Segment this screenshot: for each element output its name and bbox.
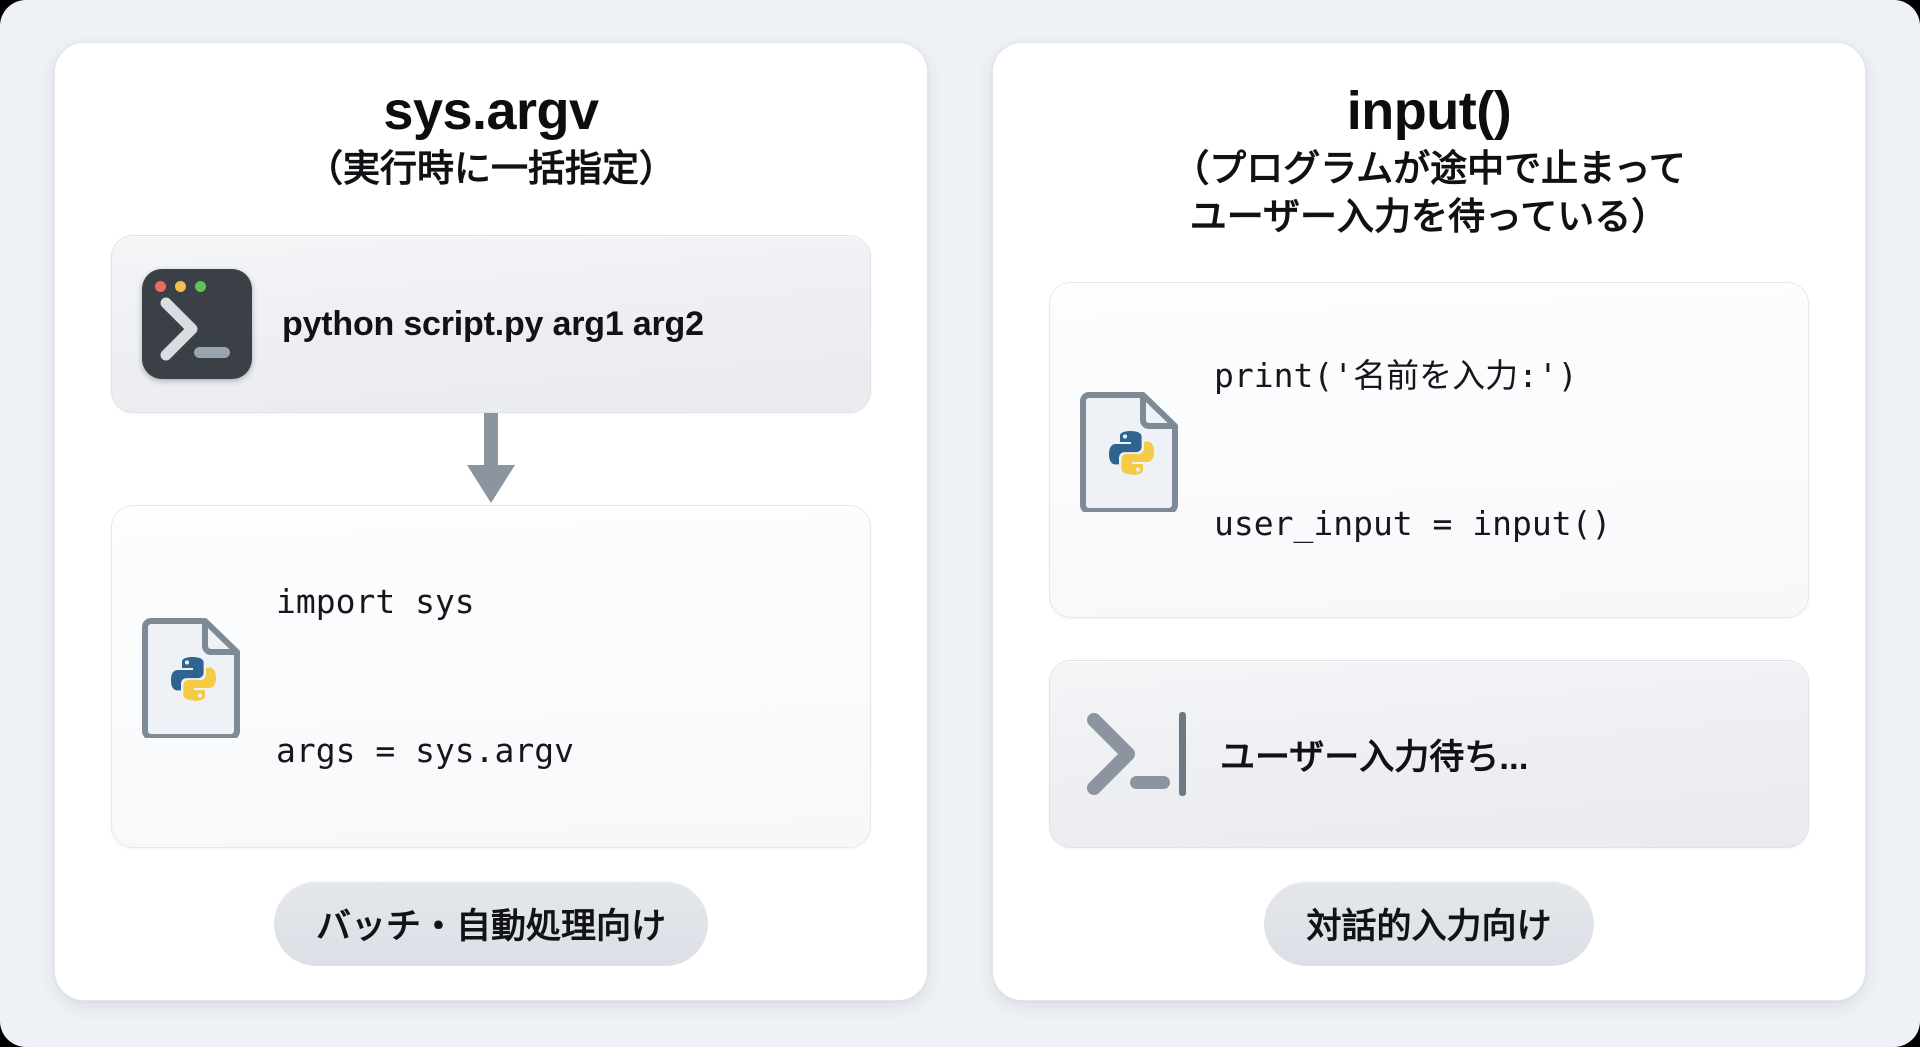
waiting-text: ユーザー入力待ち... xyxy=(1220,737,1529,777)
waiting-card: ユーザー入力待ち... xyxy=(1049,660,1809,849)
python-file-icon xyxy=(1080,391,1178,512)
panel-input-subtitle: （プログラムが途中で止まって ユーザー入力を待っている） xyxy=(1049,145,1809,240)
panel-sys-argv-header: sys.argv （実行時に一括指定） xyxy=(111,81,871,193)
code-card: import sys args = sys.argv xyxy=(111,505,871,848)
panel-input-title: input() xyxy=(1346,81,1512,141)
badge-input: 対話的入力向け xyxy=(1264,881,1594,966)
terminal-prompt-icon xyxy=(1087,712,1186,797)
code-line-2: args = sys.argv xyxy=(276,730,575,770)
panel-input-header: input() （プログラムが途中で止まって ユーザー入力を待っている） xyxy=(1049,81,1809,240)
command-text: python script.py arg1 arg2 xyxy=(282,304,704,343)
badge-sys-argv: バッチ・自動処理向け xyxy=(273,881,708,966)
terminal-dot-red xyxy=(155,281,166,293)
panel-input-subtitle-line-1: （プログラムが途中で止まって xyxy=(1172,148,1686,190)
terminal-prompt-glyph xyxy=(160,297,230,361)
terminal-window-dots xyxy=(155,281,206,293)
code-card: print('名前を入力:') user_input = input() xyxy=(1049,281,1809,618)
panel-sys-argv: sys.argv （実行時に一括指定） python script.py arg… xyxy=(54,42,928,1001)
terminal-dot-yellow xyxy=(175,281,186,293)
code-text: print('名前を入力:') user_input = input() xyxy=(1214,252,1611,648)
panel-sys-argv-subtitle-line-1: （実行時に一括指定） xyxy=(306,148,676,190)
code-text: import sys args = sys.argv xyxy=(276,478,574,874)
panel-sys-argv-title: sys.argv xyxy=(383,81,599,141)
terminal-dot-green xyxy=(195,281,206,293)
code-line-1: import sys xyxy=(276,582,475,622)
panel-sys-argv-subtitle: （実行時に一括指定） xyxy=(111,145,871,192)
code-line-1: print('名前を入力:') xyxy=(1214,355,1578,395)
terminal-icon xyxy=(142,269,252,380)
code-line-2: user_input = input() xyxy=(1214,504,1612,544)
arrow-down-icon xyxy=(467,413,515,504)
flow-arrow xyxy=(111,413,871,505)
command-card: python script.py arg1 arg2 xyxy=(111,235,871,414)
panel-input: input() （プログラムが途中で止まって ユーザー入力を待っている） pri… xyxy=(992,42,1866,1001)
panel-input-subtitle-line-2: ユーザー入力を待っている） xyxy=(1189,195,1669,237)
python-file-icon xyxy=(142,618,240,739)
text-cursor xyxy=(1179,712,1186,797)
